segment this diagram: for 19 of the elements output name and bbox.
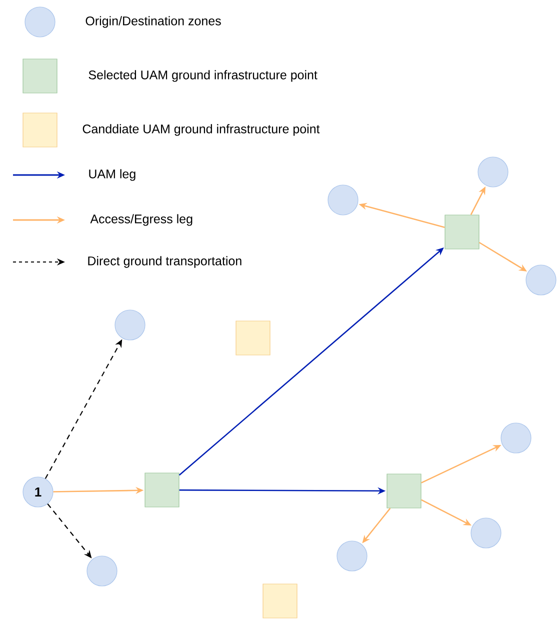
- zone-circle: [500, 422, 532, 454]
- infrastructure-square: [144, 472, 180, 508]
- legend-text: Origin/Destination zones: [86, 16, 221, 28]
- infrastructure-square: [262, 584, 298, 618]
- legend-text: Direct ground transportation: [88, 256, 242, 268]
- zone-circle: [470, 518, 502, 548]
- infrastructure-square: [444, 214, 480, 250]
- zone-circle: [526, 264, 556, 296]
- infrastructure-square: [236, 320, 270, 356]
- infrastructure-square: [386, 474, 422, 508]
- zone-circle: [336, 540, 368, 572]
- legend-text: Selected UAM ground infrastructure point: [88, 70, 318, 82]
- legend-text: Canddiate UAM ground infrastructure point: [82, 124, 320, 136]
- legend-text: Access/Egress leg: [90, 214, 192, 226]
- zone-circle: [478, 156, 508, 188]
- zone-circle: [86, 556, 118, 586]
- zone-circle: [114, 310, 146, 340]
- zone-circle: [328, 184, 358, 216]
- legend-text: UAM leg: [89, 169, 136, 181]
